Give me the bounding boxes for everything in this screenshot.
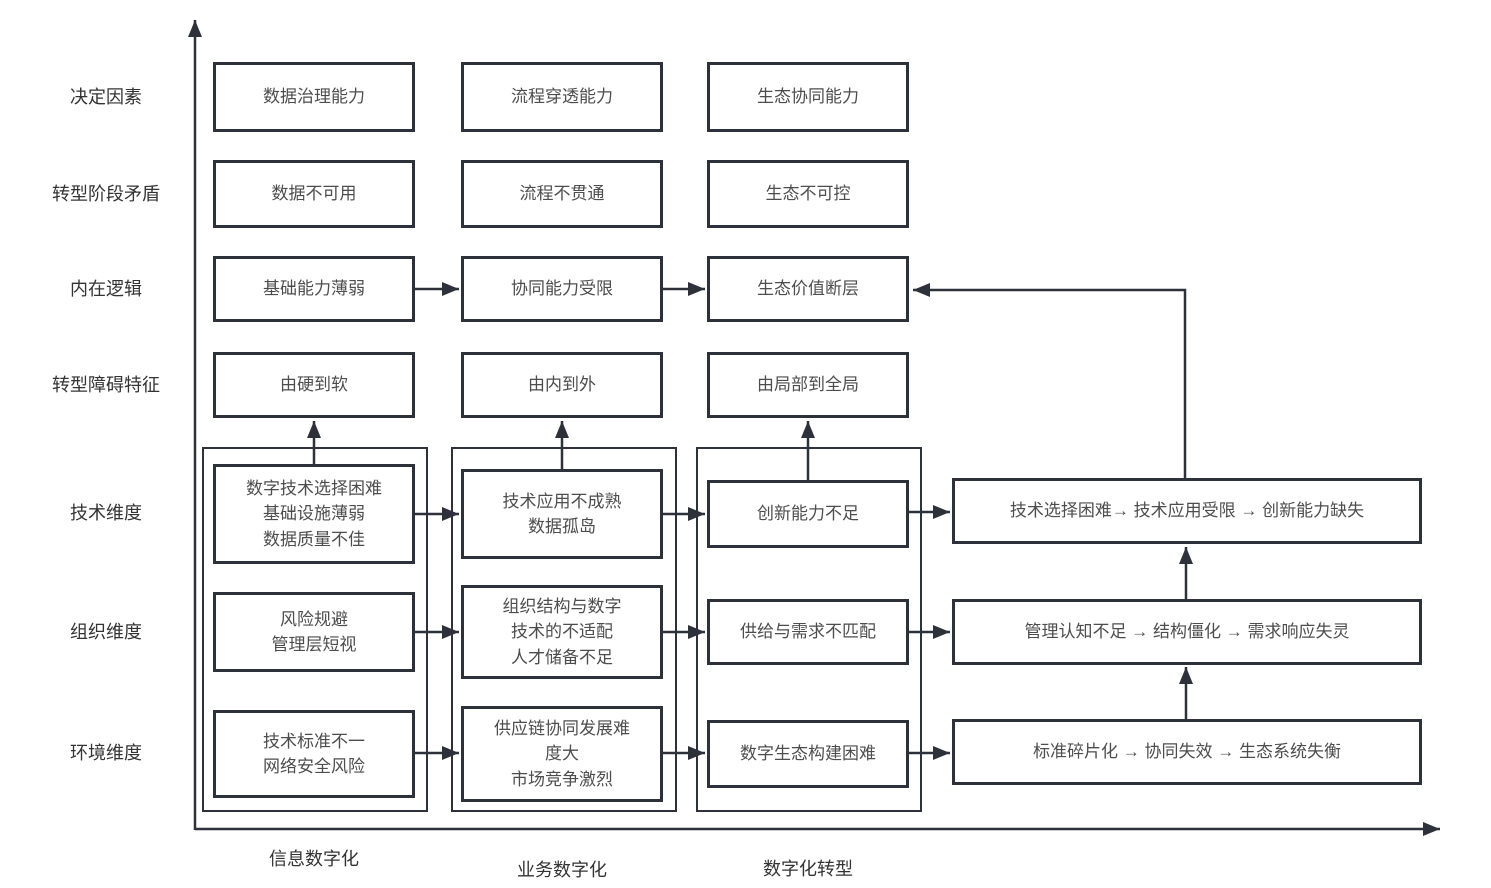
row-label-inner-logic: 内在逻辑 <box>70 279 142 299</box>
row-label-stage-contradiction: 转型阶段矛盾 <box>52 184 160 204</box>
row-label-barrier-features: 转型障碍特征 <box>52 375 160 395</box>
box-contradiction-process-blocked: 流程不贯通 <box>461 160 663 228</box>
stage-label-info-digitization: 信息数字化 <box>269 849 359 869</box>
box-contradiction-eco-uncontrollable: 生态不可控 <box>707 160 909 228</box>
box-org-stage2: 组织结构与数字 技术的不适配 人才储备不足 <box>461 585 663 679</box>
stage-label-business-digitization: 业务数字化 <box>517 860 607 880</box>
box-logic-limited-collaboration: 协同能力受限 <box>461 256 663 322</box>
feedback-arrow-chain-to-logic <box>913 283 1187 478</box>
row-label-env-dimension: 环境维度 <box>70 743 142 763</box>
row-label-determinants: 决定因素 <box>70 87 142 107</box>
box-tech-stage1: 数字技术选择困难 基础设施薄弱 数据质量不佳 <box>213 464 415 564</box>
row-label-tech-dimension: 技术维度 <box>70 503 142 523</box>
box-determinant-eco-collaboration: 生态协同能力 <box>707 62 909 132</box>
box-chain-env: 标准碎片化 → 协同失效 → 生态系统失衡 <box>952 719 1422 785</box>
box-contradiction-data-unusable: 数据不可用 <box>213 160 415 228</box>
box-tech-stage2: 技术应用不成熟 数据孤岛 <box>461 469 663 559</box>
box-chain-org: 管理认知不足 → 结构僵化 → 需求响应失灵 <box>952 599 1422 665</box>
box-chain-tech: 技术选择困难→ 技术应用受限 → 创新能力缺失 <box>952 478 1422 544</box>
box-env-stage3: 数字生态构建困难 <box>707 720 909 788</box>
box-env-stage2: 供应链协同发展难 度大 市场竞争激烈 <box>461 706 663 802</box>
box-env-stage1: 技术标准不一 网络安全风险 <box>213 710 415 798</box>
box-feature-local-to-global: 由局部到全局 <box>707 352 909 418</box>
box-feature-inside-to-out: 由内到外 <box>461 352 663 418</box>
box-org-stage1: 风险规避 管理层短视 <box>213 592 415 672</box>
box-logic-weak-foundation: 基础能力薄弱 <box>213 256 415 322</box>
box-determinant-data-governance: 数据治理能力 <box>213 62 415 132</box>
stage-label-digital-transformation: 数字化转型 <box>763 859 853 879</box>
box-tech-stage3: 创新能力不足 <box>707 480 909 548</box>
box-determinant-process-penetration: 流程穿透能力 <box>461 62 663 132</box>
box-feature-hard-to-soft: 由硬到软 <box>213 352 415 418</box>
box-org-stage3: 供给与需求不匹配 <box>707 599 909 665</box>
row-label-org-dimension: 组织维度 <box>70 622 142 642</box>
box-logic-eco-value-fault: 生态价值断层 <box>707 256 909 322</box>
